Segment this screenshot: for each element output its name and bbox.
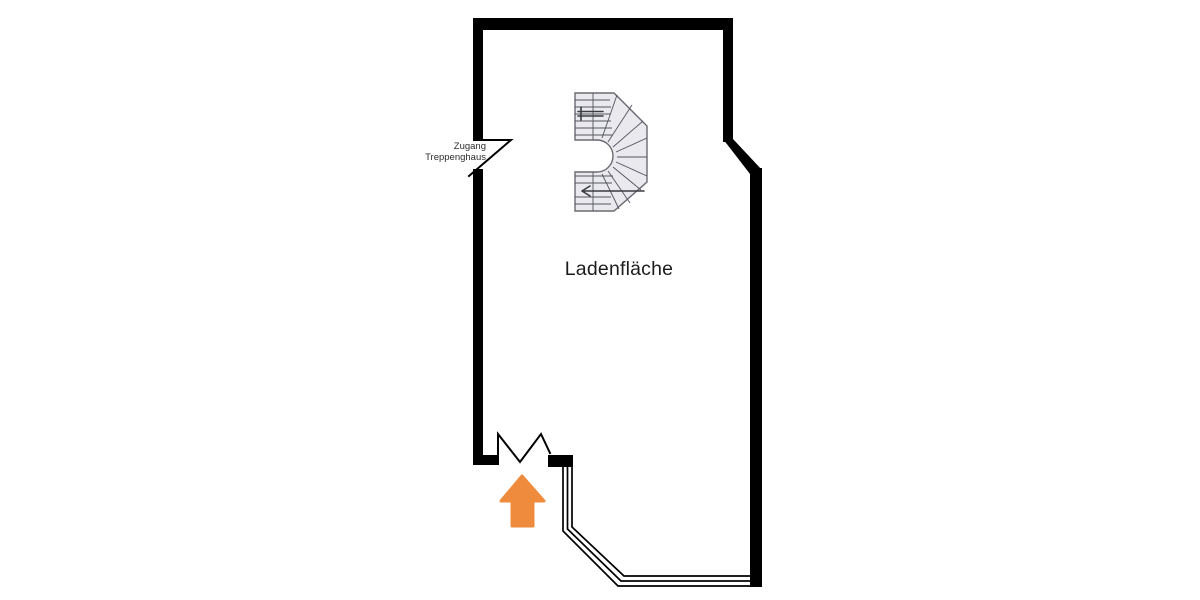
entrance-arrow-icon <box>499 474 546 528</box>
wall-right-upper <box>723 18 733 142</box>
staircase-direction-marks <box>577 106 645 197</box>
glazing-inner-line <box>571 467 750 577</box>
entrance-door-swing-icon <box>497 431 552 464</box>
wall-left-upper <box>473 18 483 141</box>
shopfront-glazing <box>562 467 750 587</box>
wall-bottom-left-stub <box>473 455 499 465</box>
wall-left-lower <box>473 169 483 465</box>
wall-bottom-mid-stub <box>548 455 573 467</box>
wall-top <box>473 18 733 30</box>
glazing-middle-line <box>566 467 750 582</box>
wall-jog-diagonal <box>723 139 762 174</box>
wall-right-lower <box>750 168 762 587</box>
access-label-line1: Zugang <box>453 141 486 152</box>
room-label: Ladenfläche <box>564 258 674 280</box>
winder-staircase <box>574 92 648 212</box>
exterior-walls <box>473 18 762 587</box>
access-label-line2: Treppenghaus <box>425 152 486 163</box>
glazing-outer-line <box>562 467 750 587</box>
access-label: Zugang Treppenghaus <box>396 141 486 163</box>
stairwell-door-swing-icon <box>467 139 514 178</box>
